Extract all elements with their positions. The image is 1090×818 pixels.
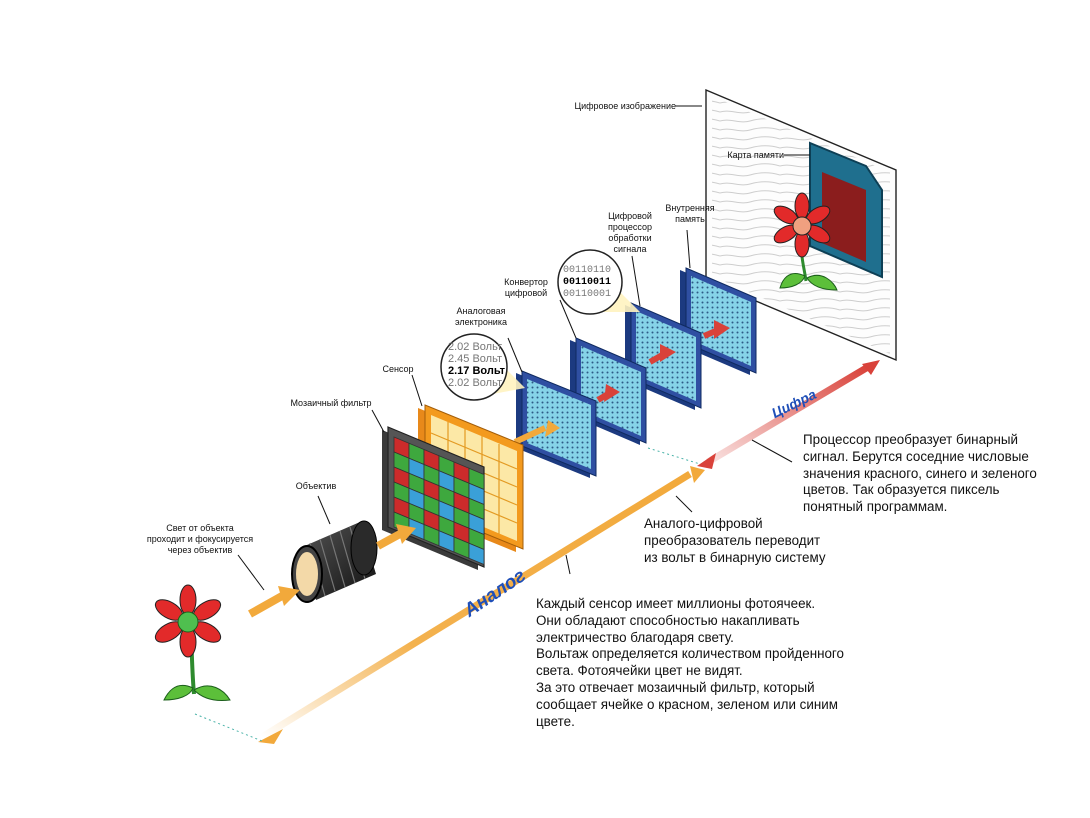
sensor-description-line: Каждый сенсор имеет миллионы фотоячеек. [536,596,816,611]
processor-description-line: Процессор преобразует бинарный [803,432,1018,447]
internal-memory-label-line: память [675,214,705,224]
processor-description-line: сигнал. Берутся соседние числовые [803,448,1029,464]
internal-memory-label-line: Внутренняя [665,203,715,213]
source-flower-icon [154,584,231,701]
light-lens-label-line: Свет от объекта [166,523,234,533]
lens-label: Объектив [295,481,337,491]
internal-memory-label: Внутренняя память [660,203,720,225]
leader-analog-electronics [507,337,523,373]
converter-label-line: Конвертор [504,277,548,287]
leader-lines [237,105,810,591]
binary-reading: 00110110 [563,265,611,276]
analog-electronics-label-line: электроника [455,317,507,327]
analog-axis-arrowhead [690,466,705,483]
volt-reading: 2.45 Вольт [448,353,502,365]
converter-label: Конвертор цифровой [496,277,556,299]
lens-block [291,520,378,603]
adc-description-line: преобразователь переводит [644,532,821,548]
bayer-cell [468,542,485,566]
analog-axis [194,466,705,744]
sensor-description-line: цвете. [536,713,575,729]
adc-description: Аналого-цифровой преобразователь перевод… [644,516,826,566]
dsp-label-line: Цифровой [608,211,652,221]
processor-description: Процессор преобразует бинарный сигнал. Б… [803,432,1037,516]
binary-reading: 00110011 [563,277,611,288]
light-lens-label-line: проходит и фокусируется [146,534,254,544]
analog-dashed-guide [194,713,263,742]
processor-description-line: значения красного, синего и зеленого [803,465,1037,481]
light-lens-label: Свет от объекта проходит и фокусируется … [138,523,262,556]
digital-axis-arrowhead-left [697,453,716,469]
adc-description-line: Аналого-цифровой [644,516,763,531]
dsp-label-line: обработки [608,233,652,243]
sensor-description: Каждый сенсор имеет миллионы фотоячеек. … [536,596,844,730]
volt-reading: 2.02 Вольт [448,377,502,389]
leader-mosaic [371,409,385,433]
sensor-label: Сенсор [382,364,414,374]
analog-axis-label: Аналог [459,565,529,622]
leader-sensor-desc [565,554,571,575]
analog-electronics-label-line: Аналоговая [456,306,506,316]
leader-internal-memory [686,229,691,269]
leader-sensor [411,374,423,407]
volt-reading: 2.02 Вольт [448,341,502,353]
memory-card-icon [809,141,883,279]
leader-dsp [631,255,641,307]
sensor-description-line: света. Фотоячейки цвет не видят. [536,663,743,679]
converter-label-line: цифровой [504,288,548,298]
sensor-description-line: Вольтаж определяется количеством пройден… [536,646,844,662]
digital-axis-arrowhead-right [862,360,880,375]
leader-adc-desc [675,495,693,513]
digital-image-sheet [705,88,897,362]
sensor-description-line: Они обладают способностью накапливать [536,612,800,628]
sensor-description-line: электричество благодаря свету. [536,629,734,645]
light-arrow-into-filter-head [396,524,416,544]
light-arrow-into-lens [248,592,284,618]
binary-reading: 00110001 [563,289,611,300]
light-lens-label-line: через объектив [167,545,233,555]
digital-axis [647,360,880,469]
leader-lens [317,495,331,525]
digital-image-label: Цифровое изображение [574,101,676,111]
mosaic-filter-label: Мозаичный фильтр [290,398,372,408]
dsp-label-line: сигнала [613,244,647,254]
bayer-grid [393,436,485,566]
analog-axis-arrow [260,471,692,740]
leader-processor-desc [751,439,793,463]
digital-axis-label: Цифра [769,386,819,421]
analog-electronics-label: Аналоговая электроника [448,306,514,328]
adc-description-line: из вольт в бинарную систему [644,549,826,565]
analog-axis-tail-arrowhead [258,729,283,744]
digital-dashed-guide [647,447,701,465]
memory-card-label: Карта памяти [727,150,784,160]
signal-arrows [513,320,730,445]
volt-reading: 2.17 Вольт [448,365,506,377]
flower-on-sheet-icon [773,192,838,291]
light-arrow-into-lens-head [278,586,300,606]
processor-description-line: понятный программам. [803,499,948,515]
leader-light [237,554,265,591]
sensor-description-line: За это отвечает мозаичный фильтр, которы… [536,679,815,695]
sensor-description-line: сообщает ячейке о красном, зеленом или с… [536,696,838,712]
signal-arrow-sensor-analog [513,425,547,445]
digital-axis-arrow [706,363,870,466]
light-arrow-into-filter [376,530,402,550]
leader-converter [559,299,577,339]
dsp-label-line: процессор [607,222,653,232]
dsp-label: Цифровой процессор обработки сигнала [600,211,660,255]
processor-description-line: цветов. Так образуется пиксель [803,482,1000,498]
